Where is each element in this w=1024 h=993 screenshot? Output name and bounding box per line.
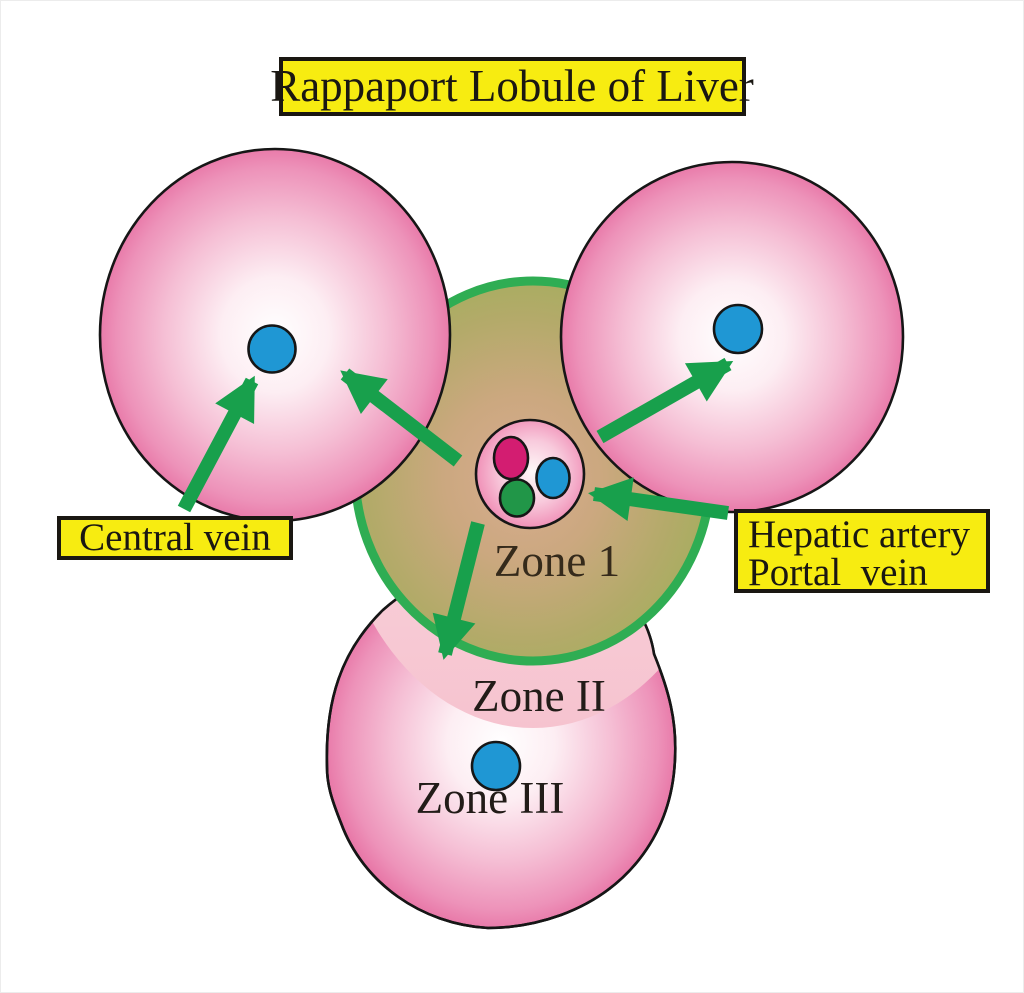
flow-arrows: [177, 357, 734, 660]
arrow-hepatic-to-triad: [588, 477, 729, 521]
arrow-zone1-to-top-left-vein: [340, 368, 463, 467]
central-vein-dot-bottom: [470, 740, 522, 792]
arrow-zone1-to-top-right-vein: [596, 357, 734, 444]
hepatic-artery-label: Hepatic artery: [748, 513, 970, 556]
portal-vein-oval: [535, 456, 571, 500]
zone1-label: Zone 1: [494, 536, 620, 586]
bile-duct-oval: [498, 478, 536, 518]
central-vein-dot-top-left: [247, 324, 297, 374]
central-vein-label-box: Central vein: [57, 516, 293, 560]
hepatic-artery-oval: [492, 435, 530, 481]
zone3-label: Zone III: [416, 773, 565, 823]
hepatic-portal-label-box: Hepatic artery Portal vein: [734, 509, 990, 594]
page-title: Rappaport Lobule of Liver: [270, 61, 754, 111]
title-box-rect: [279, 57, 746, 116]
portal-vein-label: Portal vein: [748, 551, 928, 594]
zone2-label: Zone II: [472, 671, 606, 721]
central-vein-dot-top-right: [712, 303, 764, 355]
title-box: Rappaport Lobule of Liver: [270, 57, 754, 116]
hepatic-portal-label-rect: [734, 509, 990, 593]
portal-triad: [474, 418, 586, 530]
arrow-from-central-vein-label: [177, 375, 259, 513]
central-vein-label-rect: [57, 516, 293, 560]
central-vein-label: Central vein: [79, 516, 271, 559]
arrow-zone1-to-bottom-lobule: [432, 521, 485, 660]
